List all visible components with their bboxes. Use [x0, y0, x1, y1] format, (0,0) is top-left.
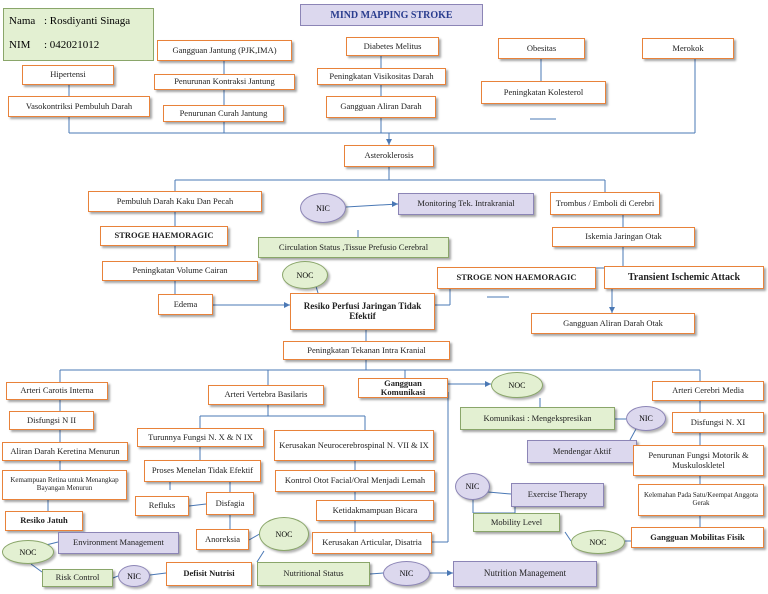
node-arteri-cerebri: Arteri Cerebri Media	[652, 381, 764, 401]
node-gangguan-aliran-darah: Gangguan Aliran Darah	[326, 96, 436, 118]
node-transient-ischemic-attack: Transient Ischemic Attack	[604, 266, 764, 289]
node-environment-mgmt: Environment Management	[58, 532, 179, 554]
node-kemampuan-retina: Kemampuan Retina untuk Menangkap Bayanga…	[2, 470, 127, 500]
node-peningkatan-kolesterol: Peningkatan Kolesterol	[481, 81, 606, 104]
noc-perfusi-oval: NOC	[282, 261, 328, 289]
node-aliran-retina: Aliran Darah Keretina Menurun	[2, 442, 128, 461]
node-asteroklerosis: Asteroklerosis	[344, 145, 434, 167]
node-refluks: Refluks	[135, 496, 189, 516]
node-monitoring-tek: Monitoring Tek. Intrakranial	[398, 193, 534, 215]
node-risk-control: Risk Control	[42, 569, 113, 587]
node-exercise-therapy: Exercise Therapy	[511, 483, 604, 507]
noc-mobilitas-oval: NOC	[571, 530, 625, 554]
name-value: : Rosdiyanti Sinaga	[44, 15, 131, 27]
node-nutritional-status: Nutritional Status	[257, 562, 370, 586]
node-resiko-perfusi: Resiko Perfusi Jaringan Tidak Efektif	[290, 293, 435, 330]
diagram-title: MIND MAPPING STROKE	[300, 4, 483, 26]
node-disfungsi-n2: Disfungsi N II	[9, 411, 94, 430]
node-peningkatan-volume: Peningkatan Volume Cairan	[102, 261, 258, 281]
node-kerusakan-articular: Kerusakan Articular, Disatria	[312, 532, 432, 554]
node-gangguan-komunikasi: Gangguan Komunikasi	[358, 378, 448, 398]
node-mendengar-aktif: Mendengar Aktif	[527, 440, 637, 463]
node-obesitas: Obesitas	[498, 38, 585, 59]
node-kerusakan-neuro: Kerusakan Neurocerebrospinal N. VII & IX	[274, 430, 434, 461]
node-nutrition-mgmt: Nutrition Management	[453, 561, 597, 587]
node-merokok: Merokok	[642, 38, 734, 59]
node-diabetes: Diabetes Melitus	[346, 37, 439, 56]
nim-label: NIM	[9, 39, 31, 51]
nic-monitoring-oval: NIC	[300, 193, 346, 223]
node-gangguan-mobilitas: Gangguan Mobilitas Fisik	[631, 527, 764, 548]
node-komunikasi-mengekspresikan: Komunikasi : Mengekspresikan	[460, 407, 615, 430]
node-kontrol-otot: Kontrol Otot Facial/Oral Menjadi Lemah	[275, 470, 435, 492]
node-disfagia: Disfagia	[206, 492, 254, 515]
node-penurunan-motorik: Penurunan Fungsi Motorik & Muskulosklete…	[633, 445, 764, 476]
node-defisit-nutrisi: Defisit Nutrisi	[166, 562, 252, 586]
node-disfungsi-n11: Disfungsi N. XI	[672, 412, 764, 433]
node-gangguan-aliran-otak: Gangguan Aliran Darah Otak	[531, 313, 695, 334]
nic-nutrition-oval: NIC	[383, 561, 430, 586]
node-stroke-haemoragic: STROGE HAEMORAGIC	[100, 226, 228, 246]
noc-nutrisi-oval: NOC	[259, 517, 309, 551]
node-kelemahan: Kelemahan Pada Satu/Keempat Anggota Gera…	[638, 484, 764, 516]
node-penurunan-kontraksi: Penurunan Kontraksi Jantung	[154, 74, 295, 90]
nic-risk-oval: NIC	[118, 565, 150, 587]
nim-value: : 042021012	[44, 39, 100, 51]
node-ketidakmampuan: Ketidakmampuan Bicara	[316, 500, 434, 521]
student-identity-box: Nama : Rosdiyanti Sinaga NIM : 042021012	[3, 8, 154, 61]
node-anoreksia: Anoreksia	[196, 529, 249, 550]
node-proses-menelan: Proses Menelan Tidak Efektif	[144, 460, 261, 482]
node-stroke-non-haemoragic: STROGE NON HAEMORAGIC	[437, 267, 596, 289]
node-trombus: Trombus / Emboli di Cerebri	[550, 192, 660, 215]
node-hipertensi: Hipertensi	[22, 65, 114, 85]
node-iskemia: Iskemia Jaringan Otak	[552, 227, 695, 247]
noc-komunikasi-oval: NOC	[491, 372, 543, 398]
node-edema: Edema	[158, 294, 213, 315]
node-peningkatan-viskositas: Peningkatan Visikositas Darah	[317, 68, 446, 85]
node-turunnya-fungsi: Turunnya Fungsi N. X & N IX	[137, 428, 264, 447]
nic-exercise-oval: NIC	[455, 473, 490, 500]
node-arteri-vertebra: Arteri Vertebra Basilaris	[208, 385, 324, 405]
node-gangguan-jantung: Gangguan Jantung (PJK,IMA)	[157, 40, 292, 61]
nic-mendengar-oval: NIC	[626, 406, 666, 431]
node-penurunan-curah: Penurunan Curah Jantung	[163, 105, 284, 122]
node-peningkatan-tik: Peningkatan Tekanan Intra Kranial	[283, 341, 450, 360]
node-mobility-level: Mobility Level	[473, 513, 560, 532]
node-vasokontriksi: Vasokontriksi Pembuluh Darah	[8, 96, 150, 117]
node-resiko-jatuh: Resiko Jatuh	[5, 511, 83, 531]
node-circulation-status: Circulation Status ,Tissue Prefusio Cere…	[258, 237, 449, 258]
name-label: Nama	[9, 15, 36, 27]
node-arteri-carotis: Arteri Carotis Interna	[6, 382, 108, 400]
noc-environment-oval: NOC	[2, 540, 54, 564]
node-pembuluh-kaku: Pembuluh Darah Kaku Dan Pecah	[88, 191, 262, 212]
